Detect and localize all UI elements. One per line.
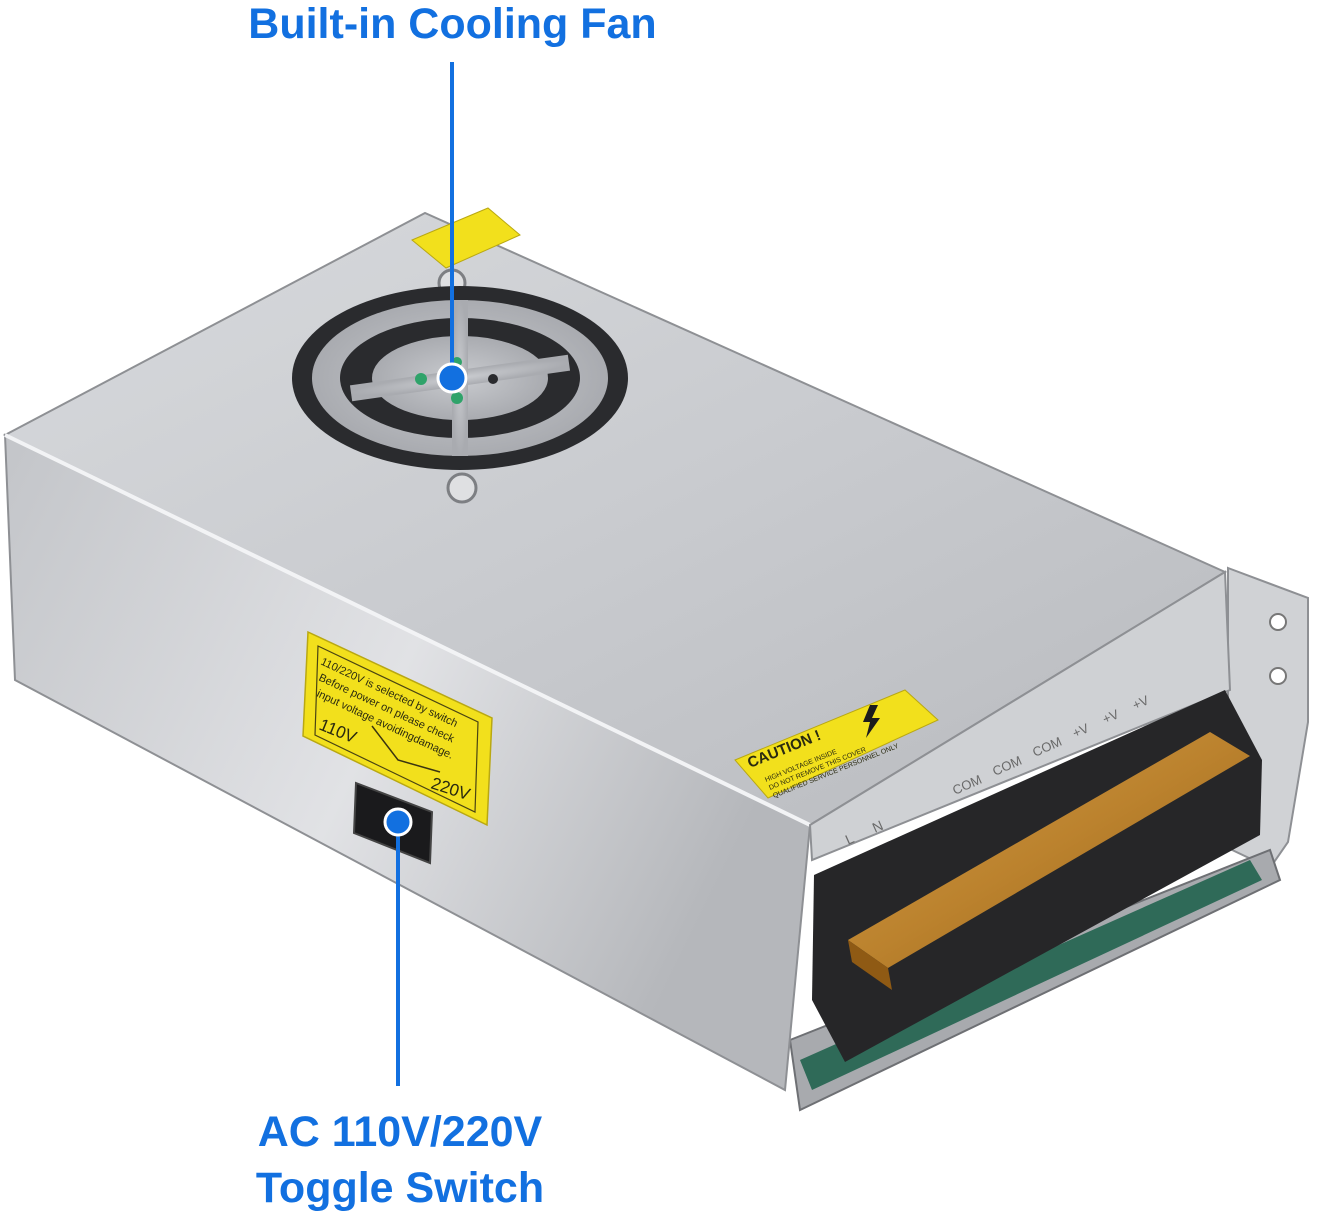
cover-edge — [4, 433, 811, 827]
top-sticker — [411, 207, 521, 269]
voltage-label: 110/220V is selected by switch Before po… — [302, 630, 493, 827]
cover-lip — [808, 570, 1232, 862]
flange-hole — [1269, 613, 1287, 631]
terminal-cover — [848, 732, 1250, 968]
screw — [446, 472, 478, 504]
terminal-marking: +V — [1130, 692, 1151, 712]
terminal-marking: +V — [1100, 706, 1121, 726]
switch-callout-title: AC 110V/220V Toggle Switch — [0, 1104, 800, 1216]
high-voltage-icon — [863, 705, 880, 738]
switch-callout-dot — [383, 807, 413, 837]
terminal-block — [812, 690, 1262, 1062]
flange-hole — [1269, 667, 1287, 685]
terminal-marking: +V — [1070, 720, 1091, 740]
fan-callout-dot — [436, 362, 468, 394]
circuit-board — [800, 860, 1262, 1090]
switch-callout-line-2: Toggle Switch — [255, 1164, 545, 1212]
switch-callout-line-1: AC 110V/220V — [257, 1108, 543, 1156]
fan-callout-title: Built-in Cooling Fan — [248, 0, 657, 48]
